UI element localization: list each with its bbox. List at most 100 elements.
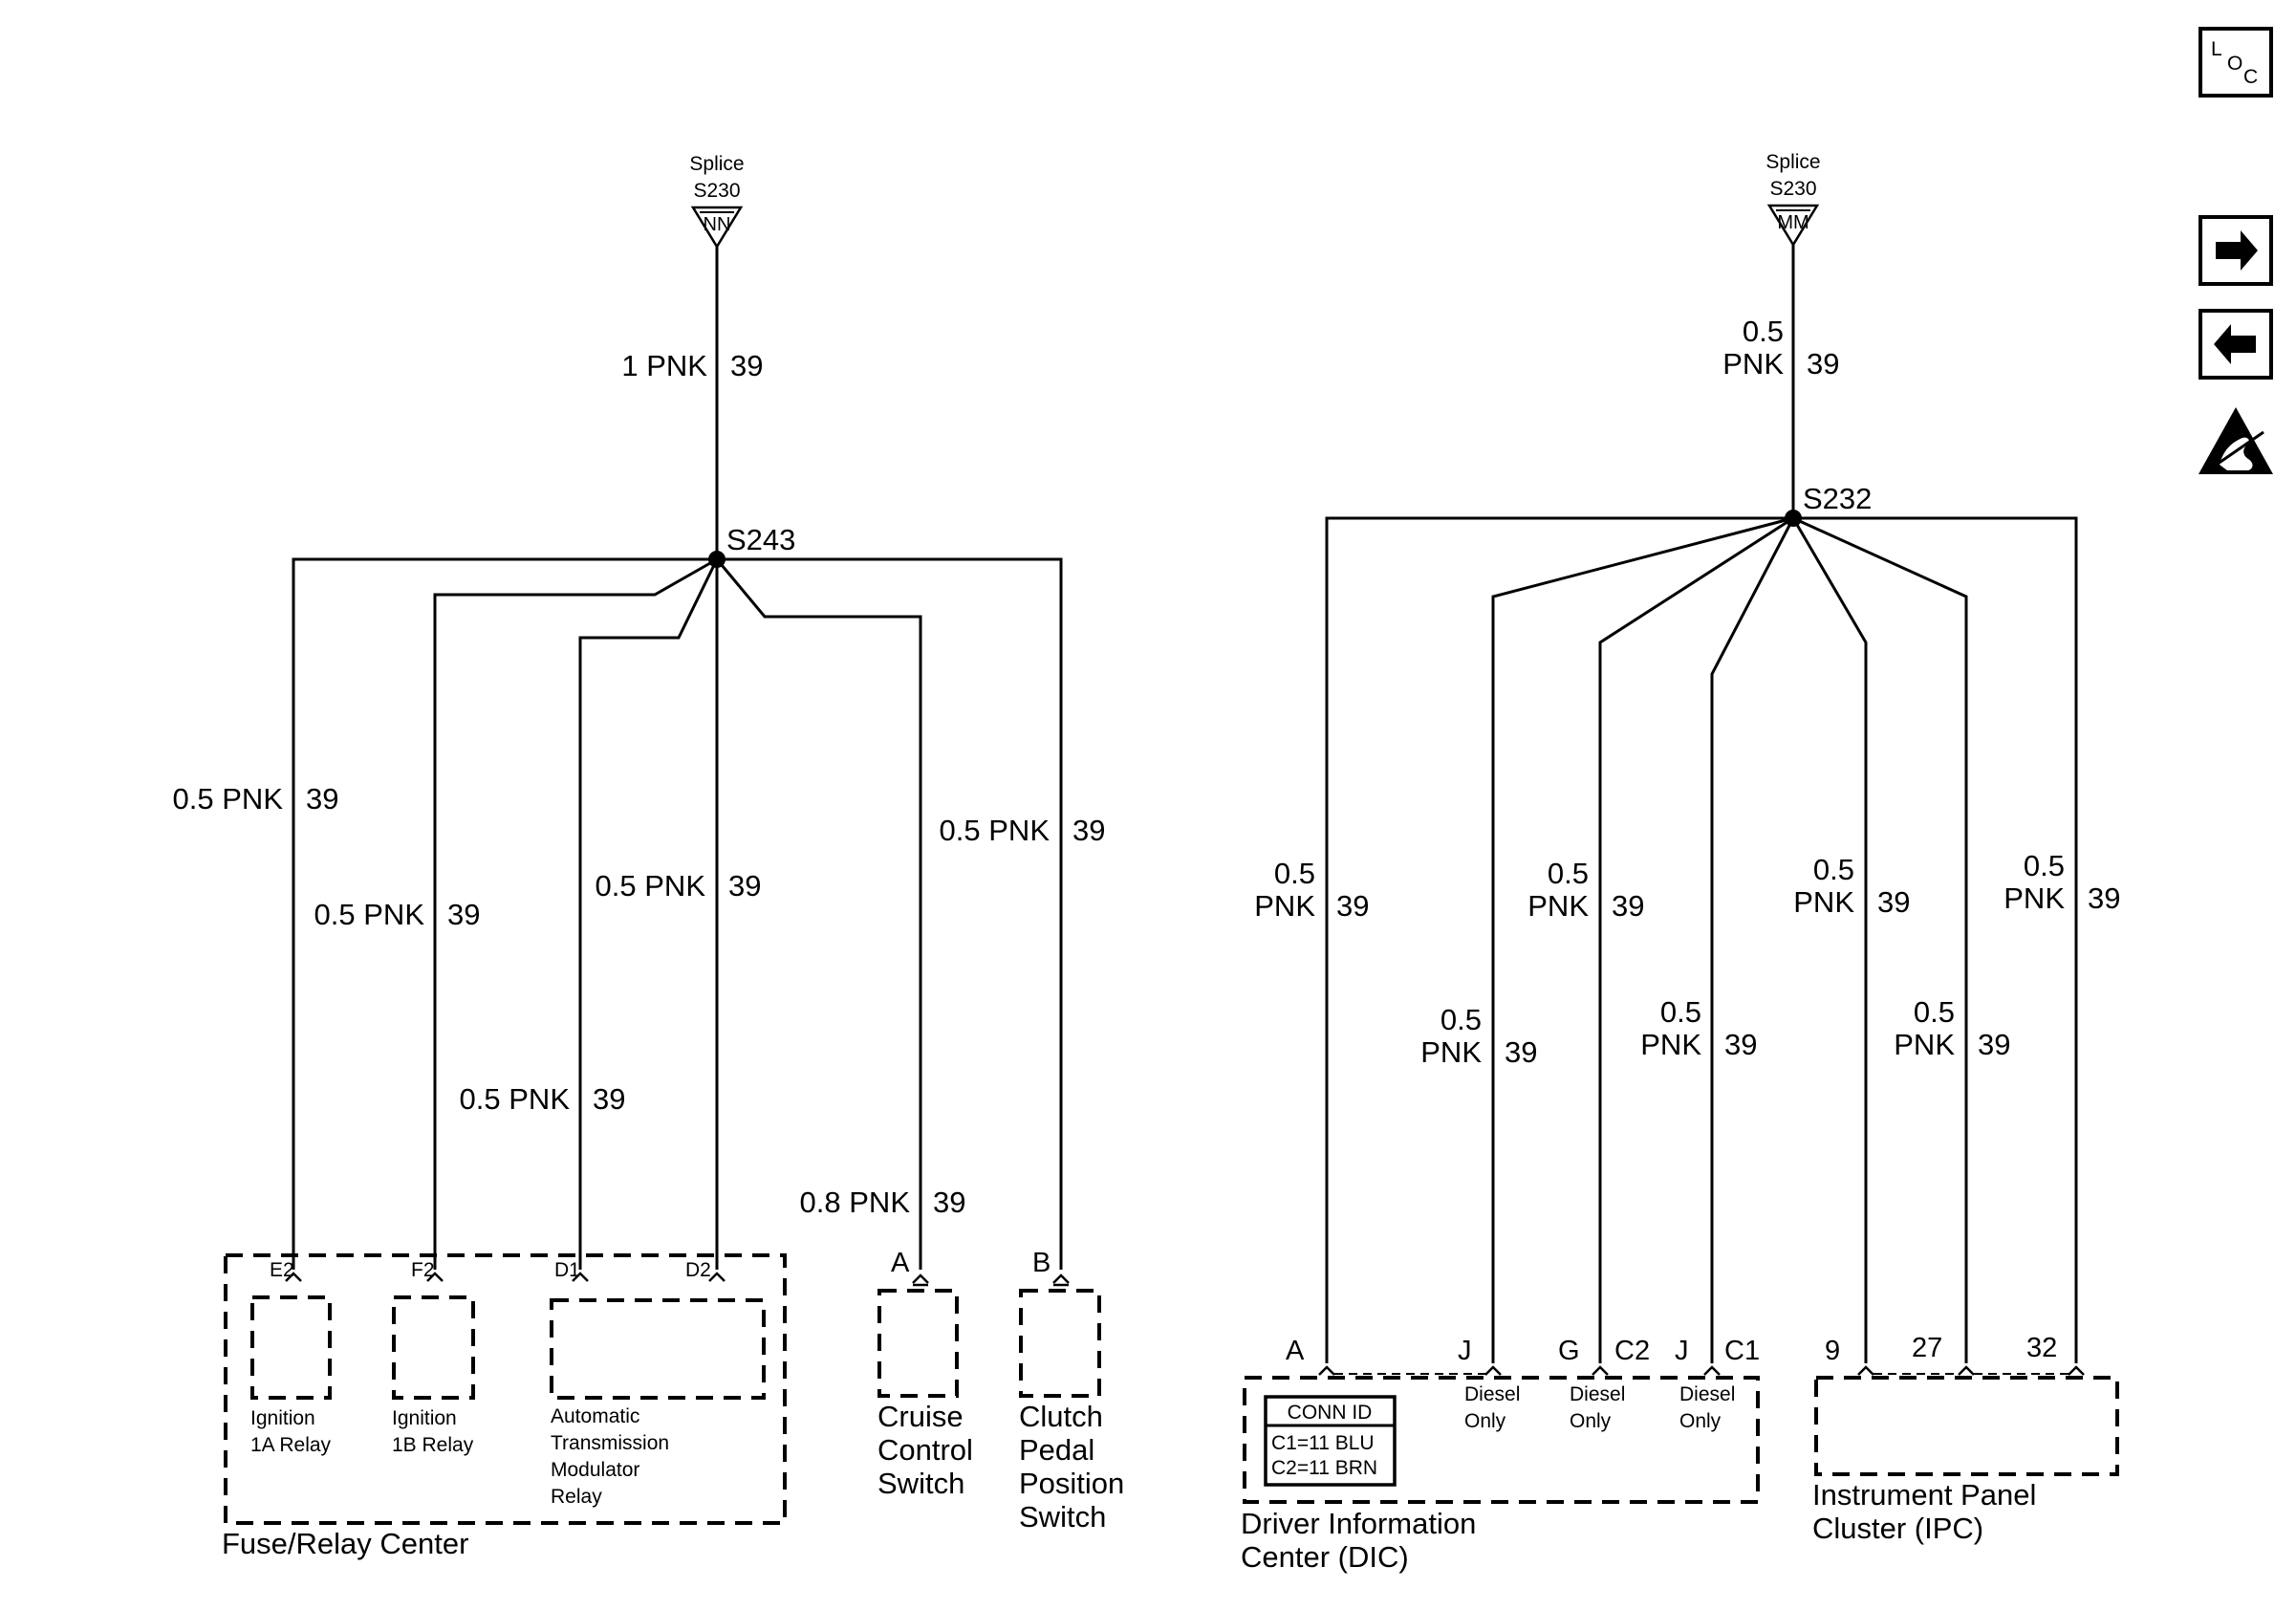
left-main-wire-label: 1 PNK — [621, 349, 707, 382]
conn-id-c2: C2=11 BRN — [1271, 1457, 1377, 1479]
wire-size-label: 0.5 PNK — [173, 782, 284, 816]
circuit-number: 39 — [1072, 814, 1105, 847]
right-splice-conn: MM — [1777, 212, 1809, 233]
relay-label: Ignition — [250, 1407, 315, 1429]
wire-size-label: 0.5 PNK — [314, 898, 425, 931]
circuit-number: 39 — [728, 869, 761, 903]
cruise-label: Switch — [877, 1467, 964, 1500]
pin-label: G — [1558, 1336, 1580, 1366]
clutch-label: Clutch — [1019, 1400, 1103, 1433]
loc-letter: C — [2243, 66, 2258, 88]
wire-color-label: PNK — [2004, 881, 2065, 915]
wire-size-label: 0.5 PNK — [940, 814, 1051, 847]
wire-color-label: PNK — [1793, 885, 1854, 919]
fuse-relay-center-label: Fuse/Relay Center — [222, 1527, 468, 1560]
diesel-only-label: Only — [1464, 1410, 1506, 1432]
relay-label: 1B Relay — [392, 1434, 474, 1456]
ipc-label: Cluster (IPC) — [1812, 1512, 1983, 1545]
dic-label: Center (DIC) — [1241, 1540, 1409, 1574]
right-branch-wire — [1325, 516, 1793, 1363]
relay-label: Relay — [551, 1486, 602, 1508]
circuit-number: 39 — [1505, 1035, 1537, 1069]
conn-id-box — [1264, 1395, 1397, 1487]
circuit-number: 39 — [2088, 881, 2120, 915]
wire-size-label: 0.5 — [1548, 857, 1589, 890]
right-splice-label: Splice — [1765, 151, 1820, 173]
conn-id-title: CONN ID — [1288, 1402, 1373, 1424]
left-splice-connector-symbol — [690, 206, 744, 250]
pin-label: D1 — [554, 1259, 580, 1281]
right-branch-wire — [1491, 516, 1794, 1363]
wire-size-label: 0.5 — [1914, 995, 1955, 1029]
wire-size-label: 0.5 PNK — [596, 869, 706, 903]
right-splice-connector-symbol — [1766, 204, 1820, 248]
left-circuit: Splice S230 NN 1 PNK 39 S243 0.5 PNK 39 … — [173, 153, 1125, 1560]
loc-button[interactable]: L O C — [2199, 27, 2273, 98]
fuse-relay-center-box — [224, 1253, 787, 1525]
right-branch-wire — [1598, 516, 1794, 1363]
ignition-1a-relay-box — [250, 1295, 332, 1400]
loc-letter: L — [2211, 38, 2222, 60]
clutch-label: Switch — [1019, 1500, 1106, 1534]
clutch-label: Pedal — [1019, 1433, 1094, 1467]
wire-color-label: PNK — [1420, 1035, 1482, 1069]
diesel-only-label: Diesel — [1464, 1383, 1520, 1405]
conn-id-c1: C1=11 BLU — [1271, 1432, 1375, 1454]
ipc-box — [1814, 1376, 2119, 1476]
left-branch-wire — [715, 558, 922, 1270]
left-branch-wire — [717, 557, 1063, 1270]
pin-label: F2 — [411, 1259, 435, 1281]
left-main-circuit: 39 — [730, 349, 763, 382]
relay-label: 1A Relay — [250, 1434, 332, 1456]
ipc-label: Instrument Panel — [1812, 1478, 2036, 1512]
left-splice-id: S230 — [693, 180, 740, 202]
relay-label: Modulator — [551, 1459, 639, 1481]
circuit-number: 39 — [1612, 889, 1644, 923]
ignition-1b-relay-box — [392, 1295, 475, 1400]
clutch-label: Position — [1019, 1467, 1124, 1500]
circuit-number: 39 — [447, 898, 480, 931]
left-arrow-icon — [2214, 324, 2256, 364]
right-main-wire-color: PNK — [1722, 347, 1784, 381]
right-main-wire-size: 0.5 — [1743, 315, 1784, 348]
wire-size-label: 0.5 — [1660, 995, 1701, 1029]
left-branch-wire — [292, 557, 717, 1270]
left-node-label: S243 — [726, 523, 795, 556]
pin-label: 32 — [2026, 1333, 2057, 1363]
circuit-number: 39 — [1978, 1028, 2010, 1061]
pin-label: B — [1032, 1248, 1051, 1278]
left-splice-conn: NN — [704, 214, 731, 235]
right-branch-wire — [1793, 516, 2078, 1363]
relay-label: Ignition — [392, 1407, 457, 1429]
left-branch-wire — [578, 558, 719, 1270]
circuit-number: 39 — [1336, 889, 1369, 923]
pin-label: C2 — [1614, 1336, 1650, 1366]
pin-label: A — [1286, 1336, 1305, 1366]
right-branch-wire — [1792, 516, 1968, 1363]
circuit-number: 39 — [593, 1082, 625, 1116]
loc-letter: O — [2227, 53, 2242, 75]
wire-size-label: 0.5 — [2024, 849, 2065, 882]
left-branch-wire — [433, 557, 718, 1270]
next-button[interactable] — [2199, 215, 2273, 286]
atm-relay-box — [550, 1298, 766, 1400]
clutch-switch-box — [1019, 1289, 1101, 1398]
previous-button[interactable] — [2199, 309, 2273, 380]
cruise-switch-box — [877, 1289, 959, 1398]
diesel-only-label: Diesel — [1570, 1383, 1625, 1405]
right-splice-id: S230 — [1769, 178, 1816, 200]
wire-color-label: PNK — [1254, 889, 1315, 923]
diesel-only-label: Only — [1570, 1410, 1612, 1432]
wire-color-label: PNK — [1894, 1028, 1955, 1061]
dic-box — [1243, 1376, 1760, 1504]
pin-label: 27 — [1912, 1333, 1942, 1363]
pin-label: 9 — [1825, 1336, 1840, 1366]
circuit-number: 39 — [1724, 1028, 1757, 1061]
right-circuit: Splice S230 MM 0.5 PNK 39 S232 0.5 PNK 3… — [1241, 151, 2120, 1574]
pin-label: J — [1675, 1336, 1689, 1366]
relay-label: Automatic — [551, 1405, 639, 1427]
pin-label: A — [891, 1248, 910, 1278]
wire-size-label: 0.5 — [1274, 857, 1315, 890]
cruise-label: Cruise — [877, 1400, 964, 1433]
